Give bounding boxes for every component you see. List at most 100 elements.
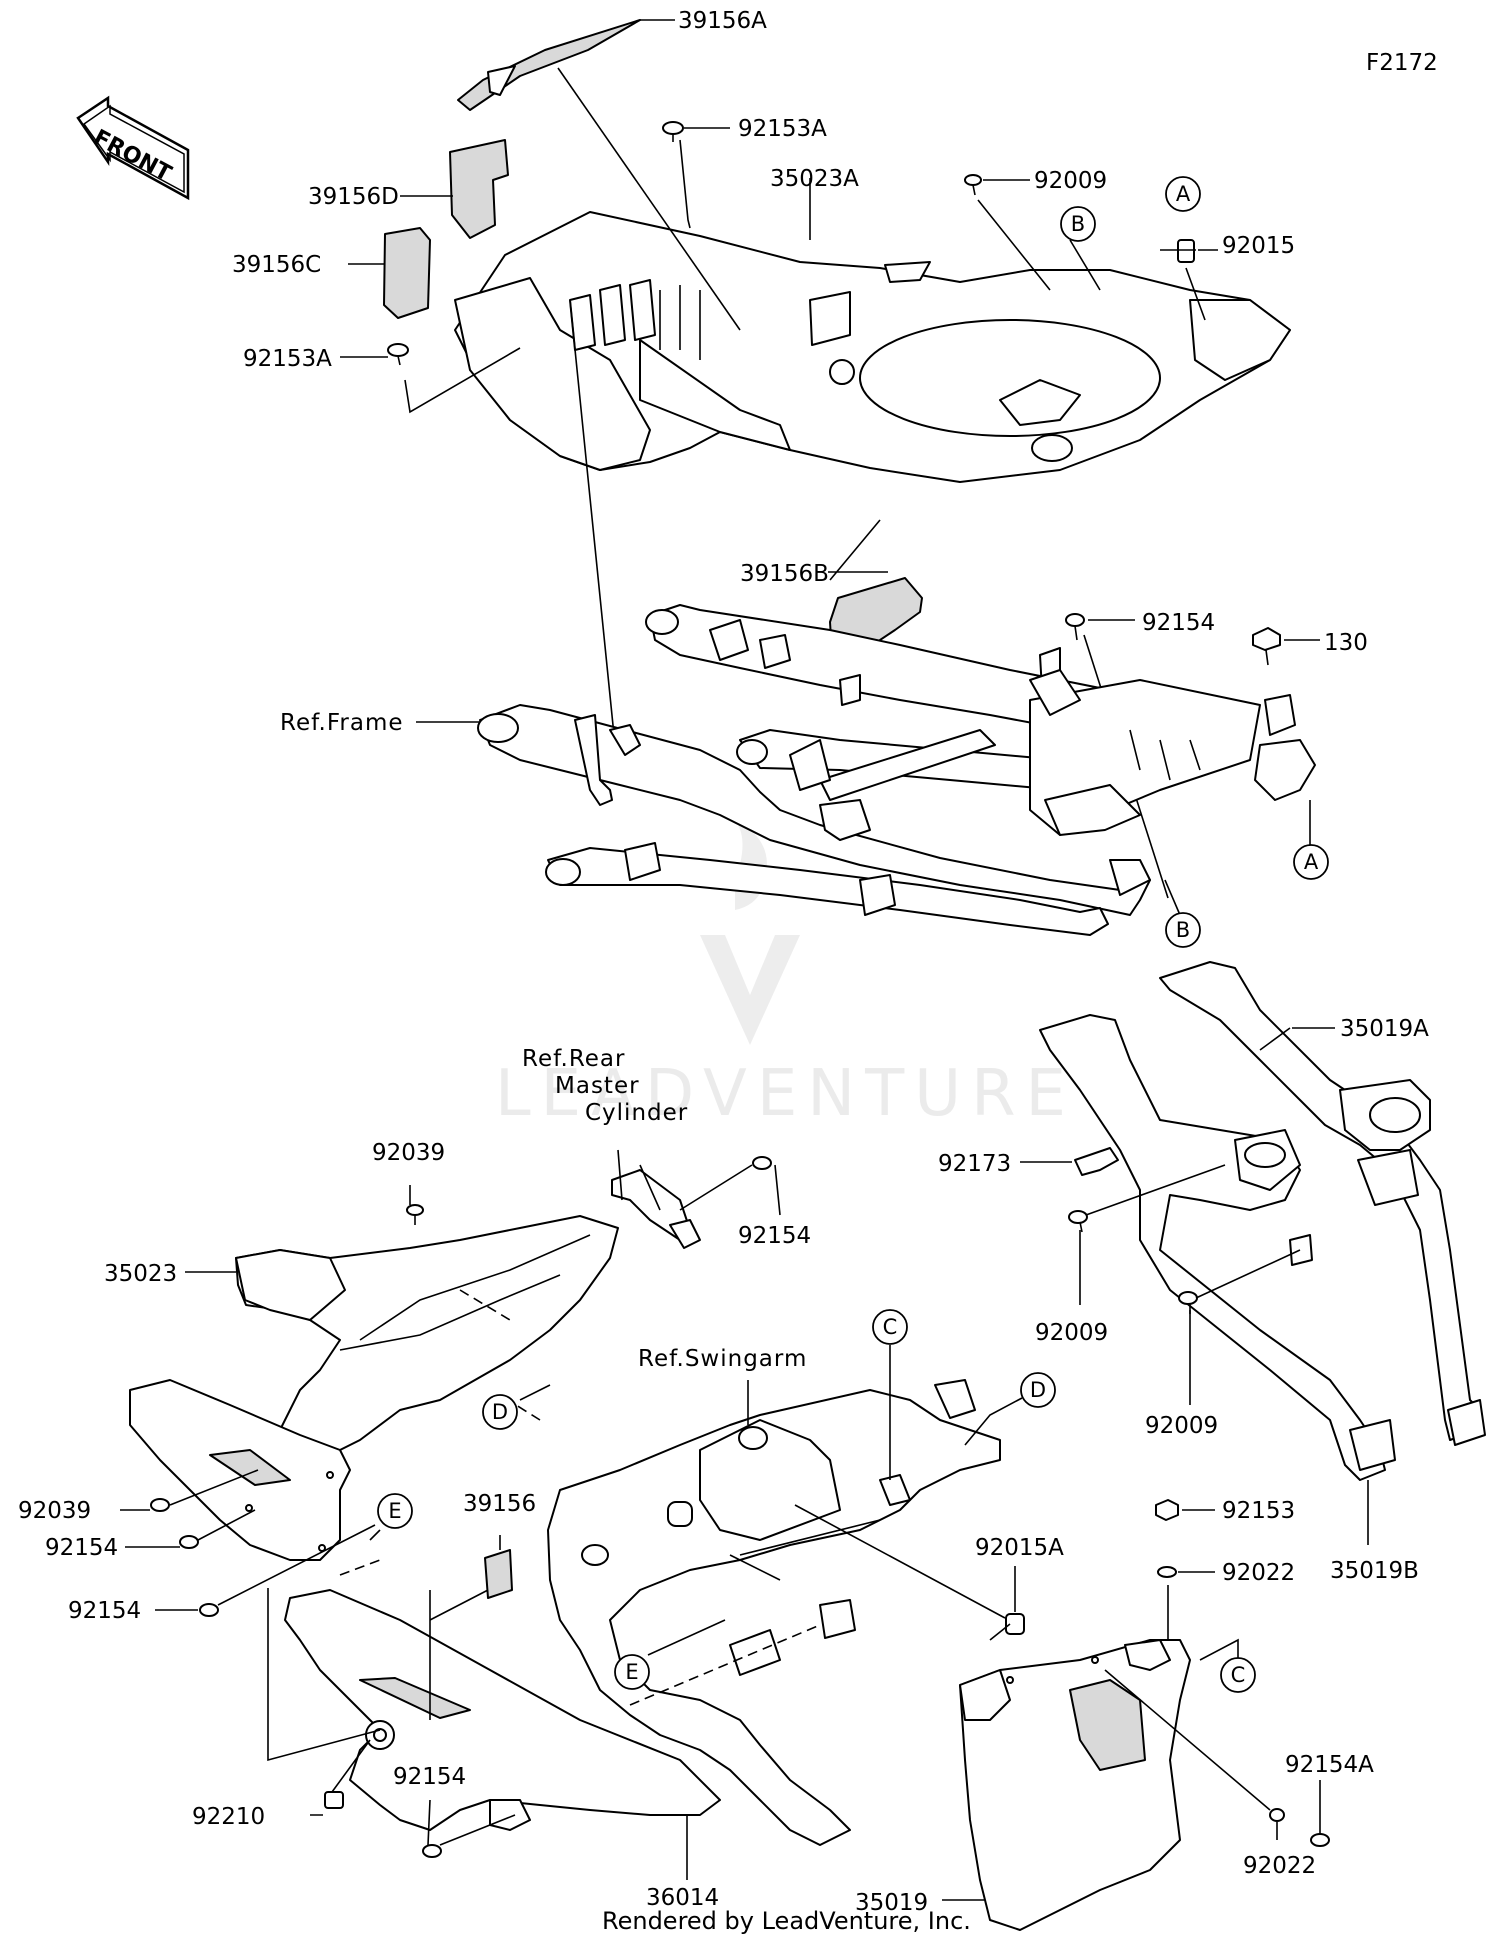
ref-master-label: Master [555, 1073, 640, 1099]
leader-92153A-left [340, 347, 521, 414]
bolt-92153A-left [387, 343, 409, 366]
callout-d-left: D [482, 1394, 518, 1430]
part-label: 92173 [938, 1151, 1011, 1177]
leader-39156B [828, 519, 888, 581]
washer-92022-top [1157, 1566, 1177, 1578]
leader-d-swingarm [964, 1397, 1023, 1446]
callout-letter: A [1176, 182, 1191, 206]
bolt-92154-left-1 [179, 1535, 199, 1549]
part-label: 92039 [372, 1140, 445, 1166]
callout-e-left: E [377, 1493, 413, 1529]
part-label: 92022 [1222, 1560, 1295, 1586]
part-label: 92154 [393, 1764, 466, 1790]
bolt-92154A [1310, 1833, 1330, 1847]
ref-rear-label: Ref.Rear [522, 1046, 625, 1072]
rear-fender-35019A [1039, 961, 1486, 1481]
ref-swingarm-label: Ref.Swingarm [638, 1346, 807, 1372]
part-label: 35023A [770, 166, 859, 192]
part-label: 36014 [646, 1885, 719, 1911]
leader-c-fender [1167, 1585, 1239, 1661]
leader-swingarm-join [267, 1588, 431, 1762]
bolt-92009-mid [1068, 1210, 1088, 1233]
ref-frame-label: Ref.Frame [280, 710, 404, 736]
leader-92154-left-2 [155, 1524, 376, 1611]
rear-frame-ref [477, 604, 1316, 936]
callout-letter: B [1071, 212, 1085, 236]
callout-letter: C [883, 1315, 898, 1339]
callout-letter: C [1231, 1663, 1246, 1687]
bolt-92039-left [150, 1498, 170, 1512]
part-label: 92009 [1034, 168, 1107, 194]
part-label: 92153A [243, 346, 332, 372]
part-label: 92154 [45, 1535, 118, 1561]
rear-fender-inner-35023A [454, 211, 1291, 483]
part-label: 92153A [738, 116, 827, 142]
watermark-text: LEADVENTURE [495, 1057, 1076, 1131]
bolt-92154-cyl [752, 1156, 772, 1170]
label-39156-part [484, 1549, 513, 1599]
part-label: 92015 [1222, 233, 1295, 259]
watermark-logo-icon [700, 935, 800, 1045]
leader-92154-cyl [679, 1164, 781, 1216]
part-label: 39156A [678, 8, 767, 34]
part-label: 92154 [1142, 610, 1215, 636]
part-label: 35019B [1330, 1558, 1419, 1584]
leader-d-left [519, 1384, 551, 1401]
part-label: 92154 [68, 1598, 141, 1624]
collar-92015 [1177, 239, 1195, 263]
callout-letter: A [1304, 850, 1319, 874]
part-label: 92210 [192, 1804, 265, 1830]
leader-92210 [310, 1739, 371, 1816]
callout-c-fender: C [1220, 1657, 1256, 1693]
front-arrow-icon: FRONT [76, 95, 190, 201]
collar-92015A [1005, 1613, 1025, 1635]
bolt-92153-right [1155, 1499, 1179, 1521]
leader-92153A-top [679, 127, 730, 229]
label-39156D-part [449, 139, 509, 239]
leader-b-frame [1164, 879, 1181, 916]
chain-cover-35023 [235, 1215, 619, 1471]
figure-id: F2172 [1366, 50, 1438, 76]
leader-swingarm-fender [794, 1504, 1011, 1641]
part-label: 92009 [1035, 1320, 1108, 1346]
leader-92009-top [977, 179, 1051, 291]
leader-92009-low [1189, 1249, 1301, 1405]
dash-swingarm [629, 1624, 821, 1706]
master-cylinder-bracket [611, 1149, 701, 1249]
leader-e-swingarm [647, 1619, 726, 1656]
part-label: 92015A [975, 1535, 1064, 1561]
leader-92154-bottom [427, 1799, 516, 1846]
part-label: 92154 [738, 1223, 811, 1249]
leader-b-top [1069, 239, 1101, 291]
bolt-130 [1252, 627, 1281, 666]
part-label: 92154A [1285, 1752, 1374, 1778]
clip-92173 [1074, 1147, 1119, 1176]
label-39156C-part [383, 227, 431, 319]
part-label: 35019A [1340, 1016, 1429, 1042]
callout-a-frame: A [1293, 844, 1329, 880]
nut-92210 [324, 1791, 344, 1809]
part-label: 92009 [1145, 1413, 1218, 1439]
leader-92015 [1160, 249, 1218, 321]
callout-b-frame: B [1165, 912, 1201, 948]
label-39156A-part [457, 19, 641, 111]
leader-92022-bottom [1104, 1669, 1278, 1840]
part-label: 39156C [232, 252, 321, 278]
callout-letter: D [492, 1400, 508, 1424]
chain-guard-upper [129, 1379, 351, 1561]
callout-c-swingarm: C [872, 1309, 908, 1345]
leader-swingarm-bracket [729, 1519, 881, 1581]
callout-letter: B [1176, 918, 1190, 942]
leader-frame-link [569, 299, 616, 746]
rear-fender-35019 [959, 1639, 1191, 1931]
bolt-92153A-top [662, 121, 684, 142]
callout-letter: D [1030, 1378, 1046, 1402]
part-label: 39156 [463, 1491, 536, 1517]
leader-92009-mid [1079, 1164, 1226, 1305]
ref-cylinder-label: Cylinder [585, 1100, 688, 1126]
callout-letter: E [625, 1660, 638, 1684]
reference-labels: Ref.Frame Ref.Rear Master Cylinder Ref.S… [280, 710, 807, 1372]
callout-b-top: B [1060, 206, 1096, 242]
leader-39156A-long [557, 67, 741, 331]
